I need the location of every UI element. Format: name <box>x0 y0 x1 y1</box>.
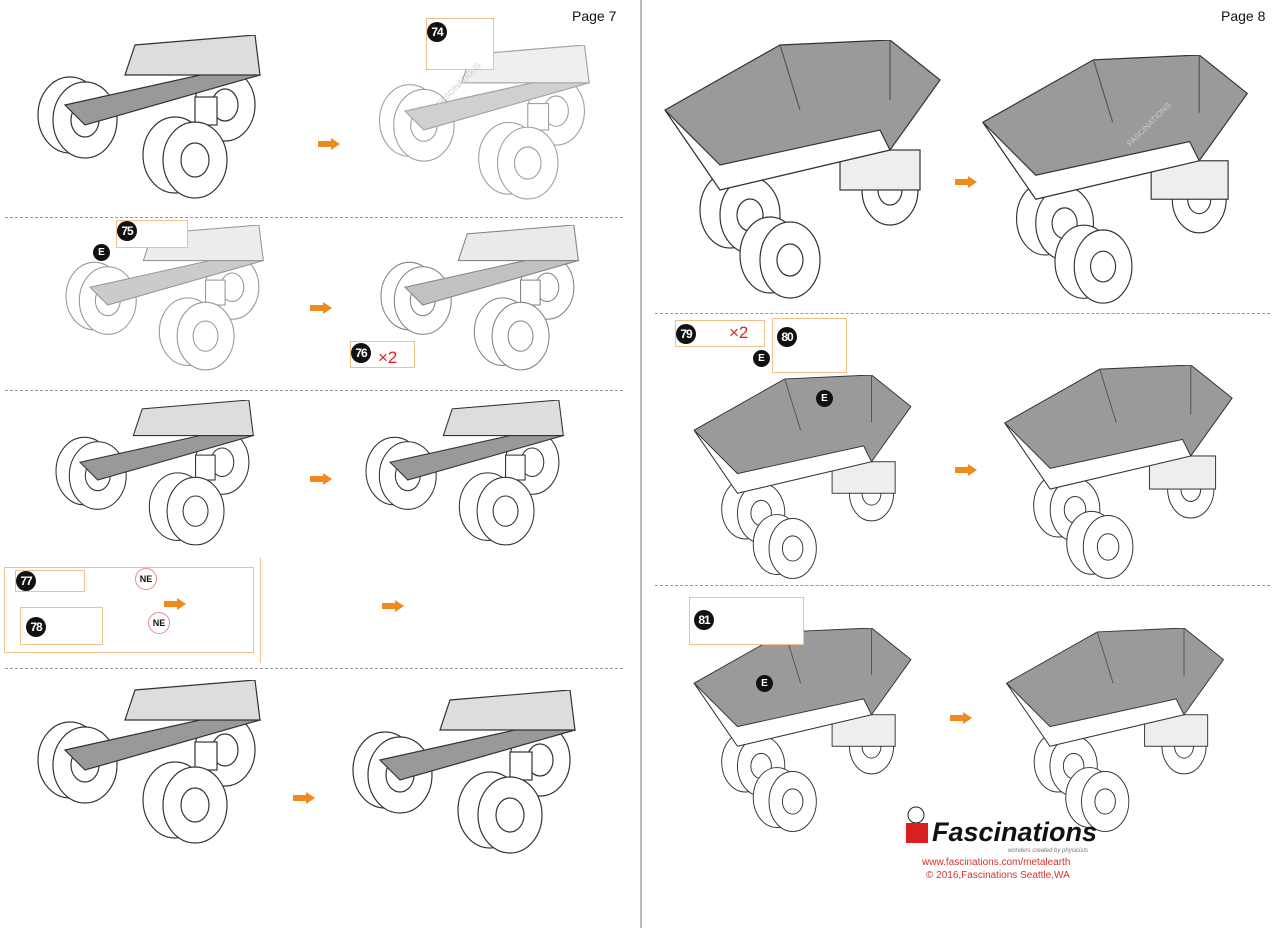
arrow-right-icon <box>293 792 315 804</box>
dump-truck-illustration <box>972 628 1262 833</box>
arrow-right-icon <box>382 600 404 612</box>
chassis-illustration <box>40 225 300 385</box>
page-divider <box>640 0 642 928</box>
chassis-illustration <box>25 400 295 560</box>
arrow-right-icon <box>310 473 332 485</box>
step-badge-77: 77 <box>16 571 36 591</box>
page-number-8: Page 8 <box>1221 8 1266 24</box>
website-link[interactable]: www.fascinations.com/metalearth <box>922 857 1071 868</box>
step-separator <box>655 313 1270 314</box>
step-badge-76: 76 <box>351 343 371 363</box>
arrow-right-icon <box>955 464 977 476</box>
arrow-right-icon <box>310 302 332 314</box>
step-badge-78: 78 <box>26 617 46 637</box>
step-badge-75: 75 <box>117 221 137 241</box>
e-marker: E <box>753 350 770 367</box>
dump-truck-illustration <box>660 40 950 300</box>
step-separator <box>655 585 1270 586</box>
quantity-label: ×2 <box>378 348 398 367</box>
chassis-illustration <box>20 680 290 860</box>
chassis-illustration <box>355 45 625 215</box>
chassis-illustration <box>320 690 620 870</box>
dump-truck-illustration <box>978 365 1263 580</box>
step-badge-74: 74 <box>427 22 447 42</box>
step-separator <box>5 668 623 669</box>
page-number-7: Page 7 <box>572 8 617 24</box>
e-marker: E <box>816 390 833 407</box>
detail-callout-box <box>260 558 540 663</box>
step-badge-79: 79 <box>676 324 696 344</box>
chassis-illustration <box>335 400 605 560</box>
chassis-illustration <box>10 35 300 215</box>
copyright: © 2016,Fascinations Seattle,WA <box>926 870 1070 881</box>
dump-truck-illustration <box>662 628 947 833</box>
quantity-label: ×2 <box>729 323 749 342</box>
arrow-right-icon <box>950 712 972 724</box>
ne-marker: NE <box>135 568 157 590</box>
step-badge-81: 81 <box>694 610 714 630</box>
arrow-right-icon <box>164 598 186 610</box>
step-separator <box>5 390 623 391</box>
e-marker: E <box>756 675 773 692</box>
step-badge-80: 80 <box>777 327 797 347</box>
arrow-right-icon <box>955 176 977 188</box>
ne-marker: NE <box>148 612 170 634</box>
step-separator <box>5 217 623 218</box>
e-marker: E <box>93 244 110 261</box>
mascot-icon <box>906 806 928 843</box>
arrow-right-icon <box>318 138 340 150</box>
dump-truck-illustration <box>662 375 947 580</box>
dump-truck-illustration <box>975 55 1260 305</box>
